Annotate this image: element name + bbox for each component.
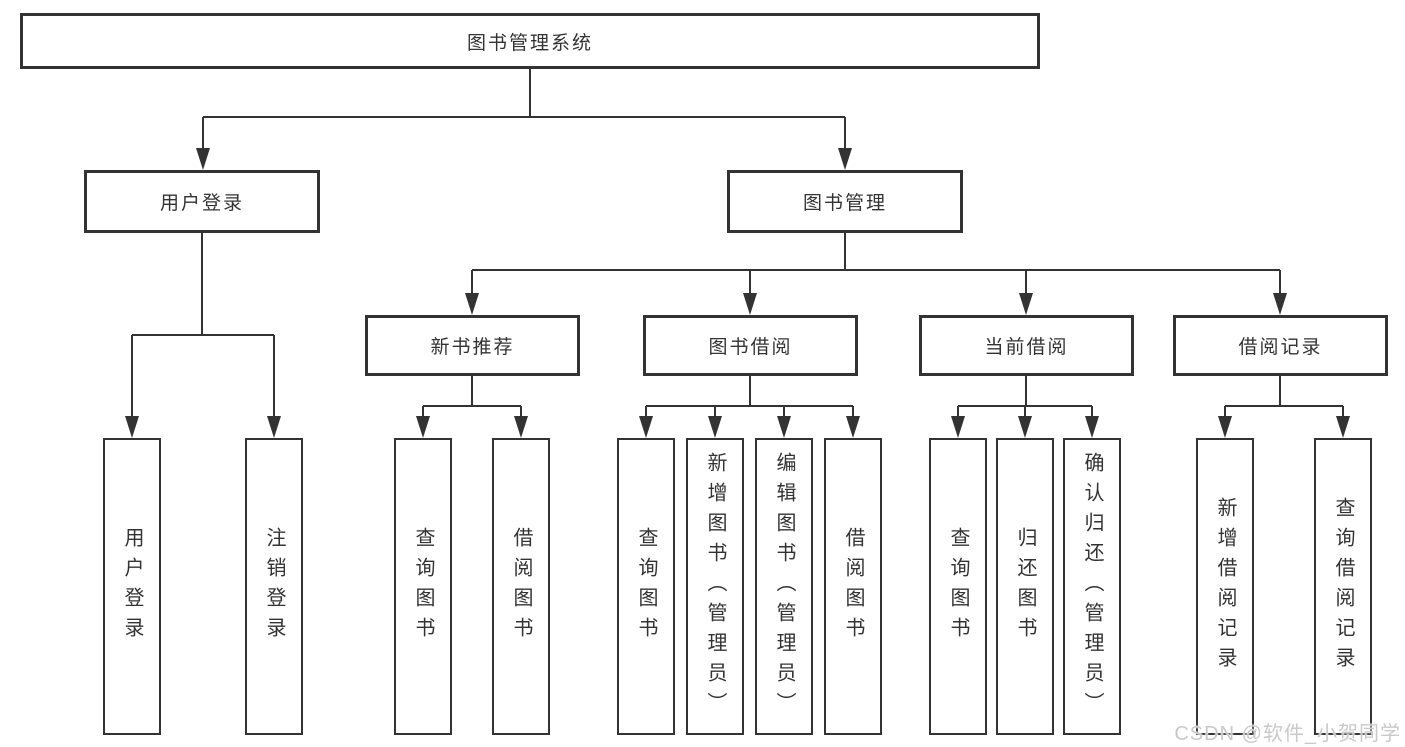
watermark-text: CSDN @软件_小贺同学 [1174, 723, 1401, 745]
leaf-label: 注销登录 [263, 526, 285, 647]
node-current-borrowing: 当前借阅 [919, 315, 1134, 376]
leaf-confirm-return-admin: 确认归还（管理员） [1063, 438, 1121, 735]
leaf-borrow-books: 借阅图书 [824, 438, 882, 735]
node-new-book-recommend: 新书推荐 [365, 315, 580, 376]
leaf-label: 确认归还（管理员） [1081, 451, 1103, 722]
leaf-query-borrow-record: 查询借阅记录 [1314, 438, 1372, 735]
node-borrowing-records: 借阅记录 [1173, 315, 1388, 376]
leaf-label: 新增图书（管理员） [704, 451, 726, 722]
leaf-logout: 注销登录 [245, 438, 303, 735]
leaf-label: 查询借阅记录 [1332, 496, 1354, 677]
leaf-label: 查询图书 [412, 526, 434, 647]
leaf-label: 编辑图书（管理员） [773, 451, 795, 722]
leaf-label: 用户登录 [121, 526, 143, 647]
leaf-label: 借阅图书 [510, 526, 532, 647]
leaf-label: 借阅图书 [842, 526, 864, 647]
node-root-system: 图书管理系统 [20, 13, 1040, 69]
leaf-label: 查询图书 [947, 526, 969, 647]
node-book-management-branch: 图书管理 [727, 170, 963, 233]
leaf-add-borrow-record: 新增借阅记录 [1196, 438, 1254, 735]
node-user-login-branch: 用户登录 [84, 170, 320, 233]
leaf-label: 归还图书 [1014, 526, 1036, 647]
leaf-edit-book-admin: 编辑图书（管理员） [755, 438, 813, 735]
leaf-query-books-current: 查询图书 [929, 438, 987, 735]
leaf-query-books-borrow: 查询图书 [617, 438, 675, 735]
leaf-user-login: 用户登录 [103, 438, 161, 735]
leaf-borrow-books-recommend: 借阅图书 [492, 438, 550, 735]
leaf-label: 新增借阅记录 [1214, 496, 1236, 677]
node-book-borrowing: 图书借阅 [643, 315, 858, 376]
leaf-query-books-recommend: 查询图书 [394, 438, 452, 735]
leaf-add-book-admin: 新增图书（管理员） [686, 438, 744, 735]
leaf-return-books: 归还图书 [996, 438, 1054, 735]
leaf-label: 查询图书 [635, 526, 657, 647]
